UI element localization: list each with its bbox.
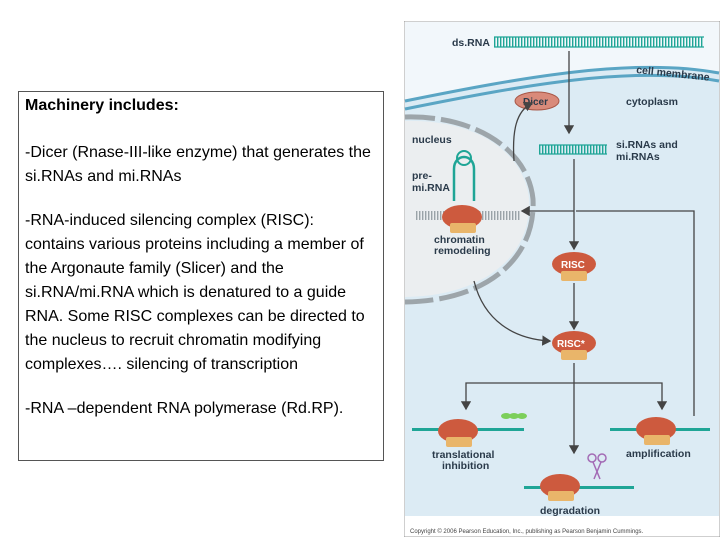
ribosome-small-2 <box>509 413 519 419</box>
sirnas-label-1: si.RNAs and <box>616 139 678 151</box>
machinery-title: Machinery includes: <box>25 97 179 114</box>
nucleus-to-risc-star-arrow <box>473 280 552 346</box>
chromatin-label-2: remodeling <box>434 245 491 257</box>
dicer-description: -Dicer (Rnase-III-like enzyme) that gene… <box>25 144 371 185</box>
machinery-textbox: Machinery includes: -Dicer (Rnase-III-li… <box>18 91 384 461</box>
scissors-icon <box>587 453 607 480</box>
hairpin-loop <box>456 150 472 166</box>
ribosome-small-3 <box>517 413 527 419</box>
copyright-text: Copyright © 2006 Pearson Education, Inc.… <box>410 528 644 535</box>
pre-mirna-label-1: pre- <box>412 170 432 182</box>
rdrp-base <box>644 435 670 445</box>
cell-membrane-inner <box>404 73 720 111</box>
dsrna-strand <box>494 37 704 47</box>
amplification-feedback-arrow <box>576 210 695 416</box>
degradation-risc-base <box>548 491 574 501</box>
risc-complex <box>552 252 596 276</box>
cytoplasm-label: cytoplasm <box>626 96 678 108</box>
pre-mirna-label-2: mi.RNA <box>412 182 450 194</box>
dsrna-label: ds.RNA <box>452 37 490 49</box>
nuclear-export-arrow <box>512 101 534 162</box>
risc-label: RISC <box>561 260 585 271</box>
chromatin-label-1: chromatin <box>434 234 485 246</box>
risc-description: -RNA-induced silencing complex (RISC): c… <box>25 212 365 373</box>
rdrp-description: -RNA –dependent RNA polymerase (Rd.RP). <box>25 400 344 417</box>
to-amplification-arrow <box>574 382 668 411</box>
cell-membrane-outer <box>404 65 720 103</box>
sirna-duplex <box>539 145 607 154</box>
translational-label-2: inhibition <box>442 460 489 472</box>
risc-base <box>561 271 587 281</box>
rnai-pathway-diagram: ds.RNA cell membrane Dicer cytoplasm nuc… <box>404 21 720 537</box>
sirnas-label-2: mi.RNAs <box>616 151 660 163</box>
activated-risc-base <box>561 350 587 360</box>
to-translational-inhibition-arrow <box>460 382 574 411</box>
translational-risc-base <box>446 437 472 447</box>
pre-mirna-hairpin <box>452 155 476 201</box>
rnai-pathway-figure: ds.RNA cell membrane Dicer cytoplasm nuc… <box>404 21 720 537</box>
nucleus-label: nucleus <box>412 134 452 146</box>
chromatin-complex-base <box>450 223 476 233</box>
amplification-label: amplification <box>626 448 691 460</box>
degradation-label: degradation <box>540 505 600 517</box>
nuclear-envelope <box>404 114 536 305</box>
activated-risc-complex <box>552 331 596 355</box>
ribosome-small-1 <box>501 413 511 419</box>
dicer-label: Dicer <box>523 97 548 108</box>
risc-star-label: RISC* <box>557 339 585 350</box>
translational-label-1: translational <box>432 449 495 461</box>
